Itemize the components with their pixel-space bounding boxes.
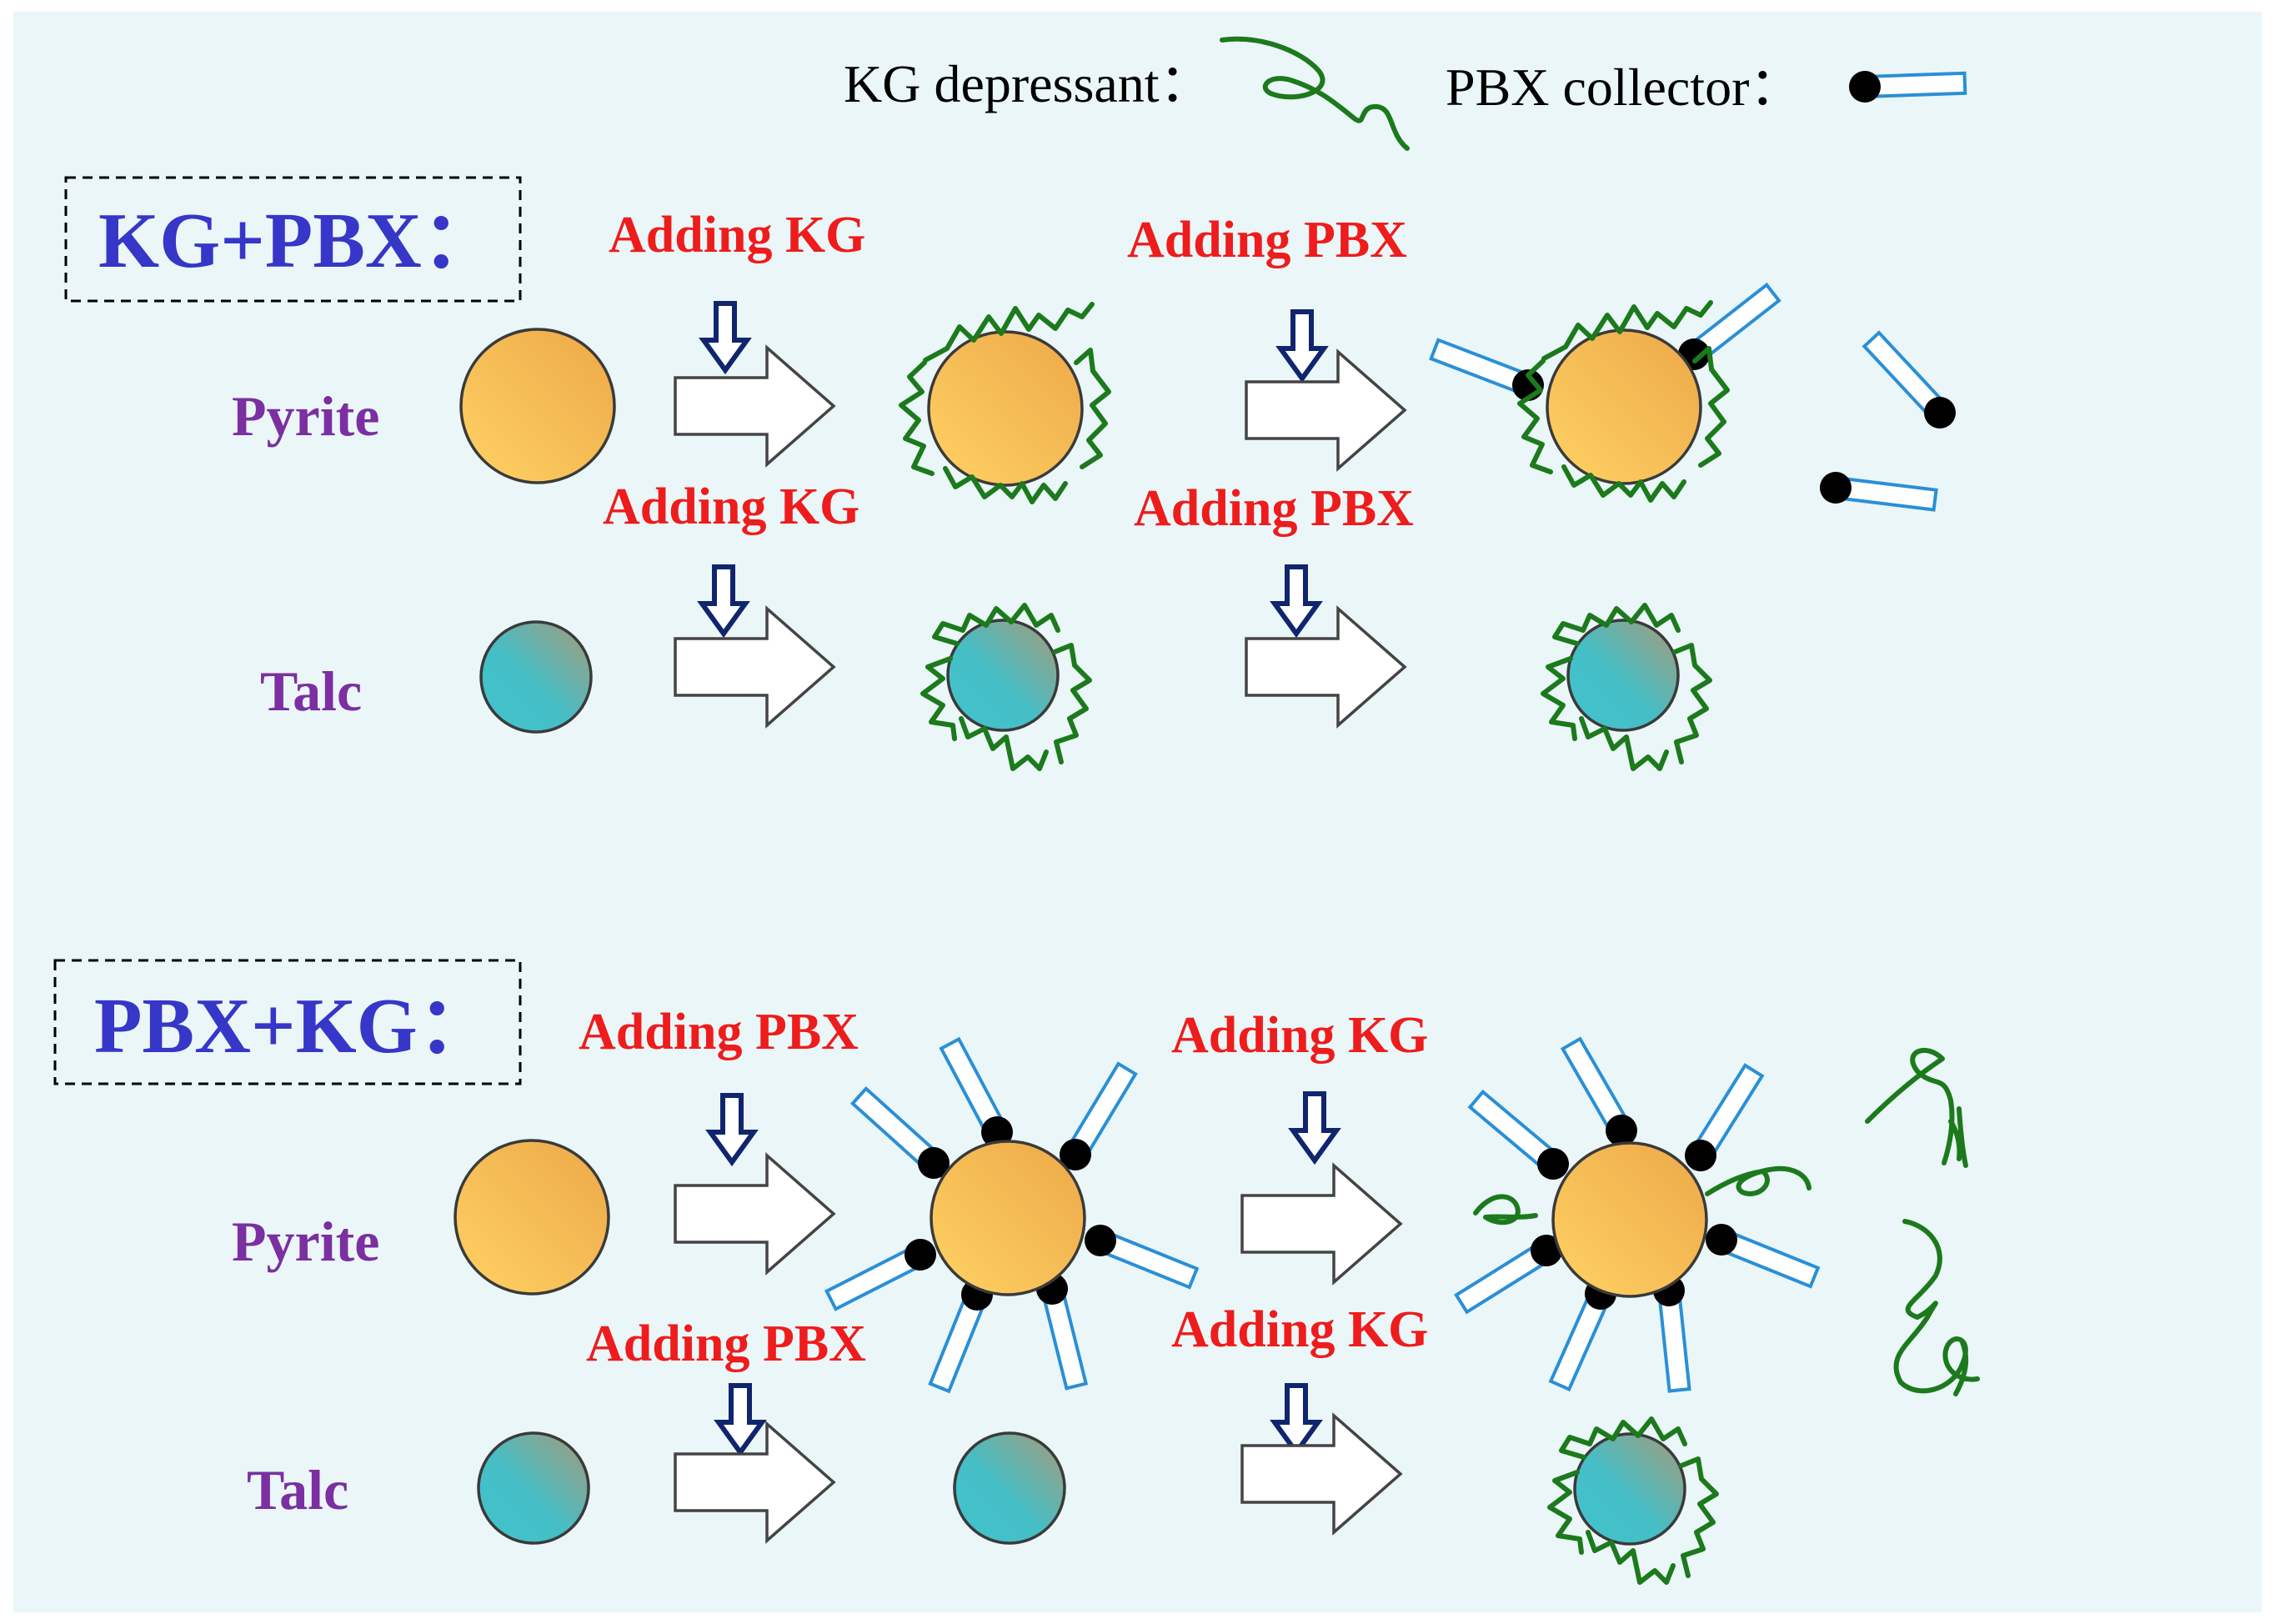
step-label: Adding PBX [1134,480,1414,537]
panel-pbx-then-kg: PBX+KG： Pyrite Adding PBX Adding KG [53,959,1977,1582]
step-label: Adding PBX [1127,212,1407,268]
step-label: Adding KG [1171,1007,1428,1064]
background-panel [13,12,2262,1612]
step-label: Adding KG [609,207,865,263]
panel-title-box [64,176,522,303]
mineral-label: Pyrite [232,1210,379,1273]
panel-title: PBX+KG： [94,983,496,1070]
talc-particle [477,1431,590,1545]
step-label: Adding KG [603,479,859,535]
talc-particle-after-pbx [953,1431,1066,1545]
pyrite-particle-after-pbx [1546,328,1702,485]
pyrite-particle-with-pbx [930,1140,1086,1296]
mineral-label: Talc [247,1458,348,1521]
kg-depressant-strand-icon [1220,36,1410,151]
talc-particle-with-kg [946,619,1060,732]
step-label: Adding PBX [586,1316,866,1372]
legend-depressant-label: KG depressant： [844,54,1213,113]
kg-depressant-fragments [1473,1165,1811,1226]
pyrite-row: Pyrite Adding KG Adding PBX [232,207,1964,518]
talc-particle-with-kg [1573,1432,1686,1546]
panel-title: KG+PBX： [98,198,500,284]
panel-title-box [53,959,522,1085]
talc-particle-after-pbx [1566,619,1680,732]
pyrite-row: Pyrite Adding PBX Adding KG [232,1004,1977,1394]
talc-row: Talc Adding KG Adding PBX [260,479,1710,769]
pyrite-particle [459,328,616,484]
talc-row: Talc Adding PBX Adding KG [247,1301,1716,1582]
step-label: Adding PBX [579,1004,859,1060]
pyrite-particle [453,1139,610,1296]
mineral-label: Pyrite [232,384,379,448]
step-label: Adding KG [1171,1301,1428,1358]
pyrite-particle-with-kg [927,330,1084,487]
talc-particle [479,620,593,734]
legend-collector-label: PBX collector： [1446,58,1802,117]
panel-kg-then-pbx: KG+PBX： Pyrite Adding KG Adding PBX Talc… [64,176,1964,769]
pyrite-particle-after-kg [1551,1141,1708,1298]
mineral-label: Talc [260,659,362,723]
legend: KG depressant： PBX collector： [844,36,1966,151]
